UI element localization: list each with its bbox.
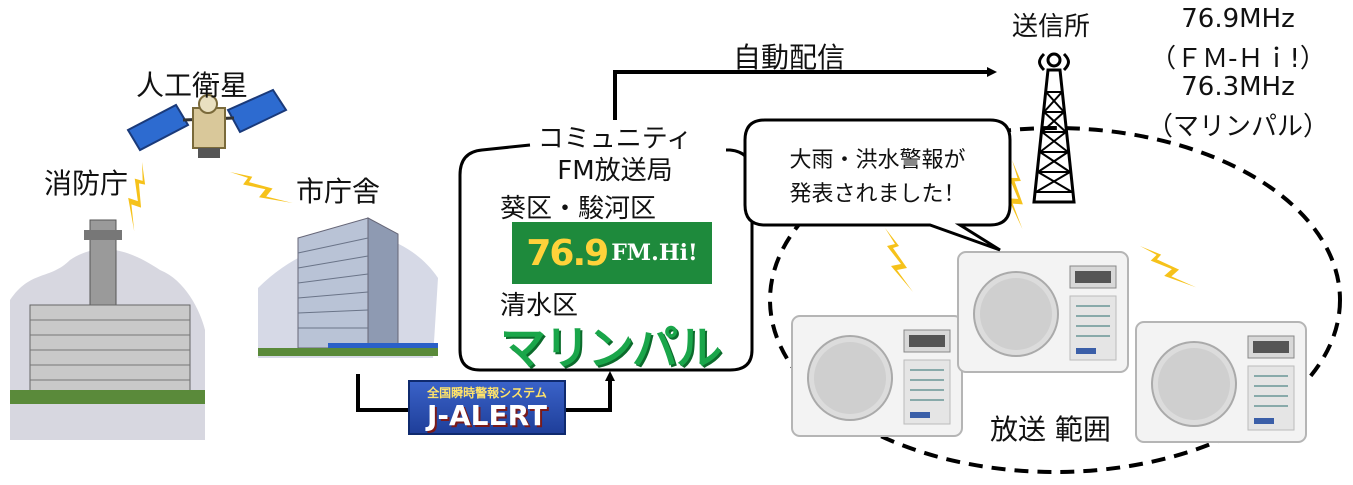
lightning-icon: [1140, 232, 1197, 302]
label-area2: 清水区: [500, 291, 579, 321]
lightning-icon: [230, 154, 293, 222]
marinepal-logo: マリンパル: [500, 321, 722, 375]
fm-hi-logo: 76.9 FM.Hi!: [512, 222, 712, 284]
label-satellite: 人工衛星: [136, 69, 249, 102]
label-freq1: 76.9MHz: [1181, 4, 1295, 34]
building-icon: [258, 217, 438, 358]
fm-hi-logo-number: 76.9: [526, 232, 609, 274]
jalert-logo: 全国瞬時警報システム J-ALERT: [408, 380, 566, 435]
label-freq2: 76.3MHz: [1181, 72, 1295, 102]
label-city-hall: 市庁舎: [296, 175, 381, 208]
coverage-area: [768, 126, 1342, 474]
label-freq1-name: （ＦＭ-Ｈｉ!）: [1150, 44, 1326, 74]
label-fire-dept: 消防庁: [44, 167, 129, 200]
fm-hi-logo-text: FM.Hi!: [611, 240, 698, 266]
label-auto-delivery: 自動配信: [733, 41, 846, 74]
lightning-icon: [885, 228, 913, 292]
label-station-line1: コミュニティ: [537, 124, 693, 154]
jalert-logo-subtitle: 全国瞬時警報システム: [427, 386, 547, 400]
label-coverage: 放送 範囲: [990, 413, 1111, 446]
bubble-text-line2: 発表されました！: [789, 182, 966, 207]
delivery-arrow: [613, 67, 997, 120]
building-icon: [10, 219, 205, 440]
tower-icon: [1032, 52, 1076, 204]
radio-icon: [957, 251, 1129, 373]
bubble-text-line1: 大雨・洪水警報が: [789, 148, 966, 173]
label-transmitter: 送信所: [1012, 12, 1091, 42]
label-freq2-name: （マリンパル）: [1146, 112, 1329, 142]
label-station-line2: FM放送局: [557, 156, 673, 186]
radio-icon: [791, 315, 963, 437]
label-area1: 葵区・駿河区: [500, 194, 657, 224]
radio-icon: [1135, 321, 1307, 443]
jalert-logo-title: J-ALERT: [426, 399, 548, 432]
speech-bubble: [743, 118, 1012, 252]
satellite-icon: [126, 88, 288, 158]
